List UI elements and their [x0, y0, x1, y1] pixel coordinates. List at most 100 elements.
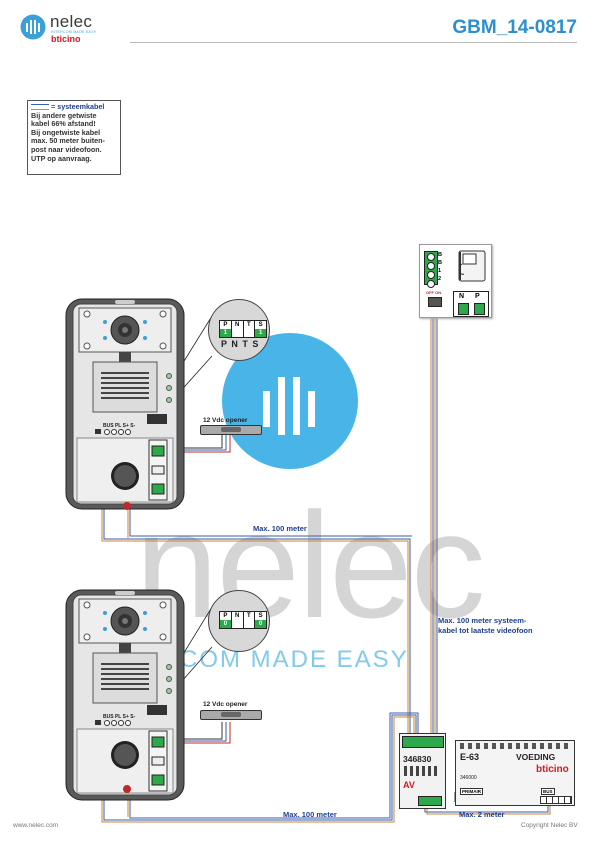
- nelec-logo: nelec INTERCOM MADE EASY bticino: [20, 12, 130, 44]
- legend-box: = systeemkabel Bij andere getwiste kabel…: [27, 100, 121, 175]
- brand-name: nelec: [50, 12, 93, 31]
- legend-line: post naar videofoon.: [31, 144, 102, 154]
- dip-switch-s[interactable]: S 0: [255, 612, 266, 628]
- av-module-code: 346830: [403, 754, 432, 764]
- terminal-screw-icon: [427, 262, 435, 270]
- dip-label: T: [247, 613, 251, 619]
- panel-frame-icon: [65, 589, 185, 801]
- cable-bottom-panel: [101, 712, 419, 823]
- opener-label-top: 12 Vdc opener: [203, 417, 248, 424]
- legend-title: = systeemkabel: [51, 102, 105, 111]
- dip-value: [244, 329, 255, 337]
- legend-line: Bij andere getwiste: [31, 110, 97, 120]
- cable-videophone-riser: [430, 270, 438, 733]
- legend-title-row: = systeemkabel: [31, 102, 117, 112]
- psu-code: 346000: [460, 775, 477, 781]
- psu-terminals: [540, 796, 572, 804]
- distance-label-psu: Max. 2 meter: [459, 810, 505, 819]
- dip-label: S: [258, 613, 263, 619]
- cable-swatch: [31, 104, 49, 111]
- dip-switch-t[interactable]: T: [244, 612, 256, 628]
- dip-switch-s[interactable]: S 1: [255, 321, 266, 337]
- watermark-bars-icon: [263, 377, 315, 435]
- dip-value: 0: [220, 620, 231, 628]
- panel-frame-icon: [65, 298, 185, 510]
- cable-top-panel: [101, 508, 412, 733]
- np-terminal-block: N P: [453, 291, 489, 317]
- header-divider: [130, 42, 577, 43]
- psu-model: E-63: [460, 752, 480, 762]
- videophone-terminal-strip: [424, 251, 438, 288]
- brand-tagline: INTERCOM MADE EASY: [51, 30, 97, 34]
- off-on-switch[interactable]: [428, 297, 442, 307]
- distance-label-bottom: Max. 100 meter: [283, 810, 337, 819]
- terminal-label: B: [438, 260, 442, 266]
- bus-terminal-labels: BUS PL S+ S-: [103, 423, 136, 429]
- videophone-handset-icon: [458, 250, 486, 282]
- av-led-grid: [404, 766, 440, 776]
- dip-switch-p[interactable]: P 0: [220, 612, 232, 628]
- dip-switch-n[interactable]: N: [232, 612, 244, 628]
- off-on-switch-label: OFF ON: [426, 290, 442, 295]
- legend-line: UTP op aanvraag.: [31, 153, 92, 163]
- terminal-labels: B B 1 2: [438, 251, 442, 283]
- dip-zoom-bottom: P 0 N T S 0: [208, 590, 270, 652]
- legend-line: Bij ongetwiste kabel: [31, 127, 101, 137]
- psu-bus-label: BUS: [541, 788, 555, 795]
- opener-latch-icon: [221, 712, 241, 717]
- door-panel-bottom: BUS PL S+ S-: [65, 589, 185, 801]
- dip-switch-n[interactable]: N: [232, 321, 244, 337]
- dip-label: N: [234, 322, 240, 328]
- av-top-terminals: [402, 736, 444, 748]
- document-code: GBM_14-0817: [452, 17, 577, 38]
- av-bottom-terminals: [418, 796, 442, 806]
- videophone-box: B B 1 2 OFF ON N P: [419, 244, 492, 318]
- opener-label-bottom: 12 Vdc opener: [203, 701, 248, 708]
- np-label-n: N: [459, 293, 465, 300]
- psu-brand: bticino: [536, 764, 569, 775]
- np-switch-n[interactable]: [458, 303, 469, 315]
- terminal-label: 1: [438, 268, 442, 274]
- psu-primary-label: PRIMAIR: [460, 788, 483, 795]
- av-module-label: AV: [403, 780, 415, 790]
- power-supply: E-63 VOEDING bticino 346000 PRIMAIR BUS: [455, 740, 575, 806]
- dip-value: 1: [255, 329, 266, 337]
- bus-terminal-labels: BUS PL S+ S-: [103, 714, 136, 720]
- distance-label-system-1: Max. 100 meter systeem-: [438, 616, 527, 625]
- dip-label: P: [223, 322, 228, 328]
- distance-label-system-2: kabel tot laatste videofoon: [438, 626, 533, 635]
- terminal-label: 2: [438, 276, 442, 282]
- door-opener-bottom: [200, 710, 262, 720]
- dip-label: P: [223, 613, 228, 619]
- distance-label-top: Max. 100 meter: [253, 524, 307, 533]
- door-opener-top: [200, 425, 262, 435]
- footer-copyright: Copyright Nelec BV: [521, 822, 578, 829]
- nelec-logo-icon: [20, 14, 46, 40]
- dip-footer-label: P N T S: [221, 339, 260, 349]
- dip-switch-p[interactable]: P 1: [220, 321, 232, 337]
- terminal-screw-icon: [427, 280, 435, 288]
- np-switch-p[interactable]: [474, 303, 485, 315]
- dip-switch-t[interactable]: T: [244, 321, 256, 337]
- psu-vent-top: [460, 743, 568, 749]
- dip-value: [232, 620, 243, 628]
- terminal-screw-icon: [427, 253, 435, 261]
- dip-switch-block: P 0 N T S 0: [219, 611, 267, 629]
- footer-website: www.nelec.com: [13, 822, 59, 829]
- watermark-text: nelec: [135, 481, 486, 649]
- dip-zoom-top: P 1 N T S 1 P N T S: [208, 299, 270, 361]
- dip-value: 0: [255, 620, 266, 628]
- dip-value: [232, 329, 243, 337]
- dip-value: [244, 620, 255, 628]
- av-module: 346830 AV: [399, 733, 446, 809]
- legend-line: max. 50 meter buiten-: [31, 136, 105, 146]
- dip-label: N: [234, 613, 240, 619]
- partner-logo: bticino: [51, 34, 81, 44]
- terminal-label: B: [438, 252, 442, 258]
- door-panel-top: BUS PL S+ S-: [65, 298, 185, 510]
- dip-label: S: [258, 322, 263, 328]
- terminal-screw-icon: [427, 271, 435, 279]
- legend-line: kabel 66% afstand!: [31, 119, 96, 129]
- dip-label: T: [247, 322, 251, 328]
